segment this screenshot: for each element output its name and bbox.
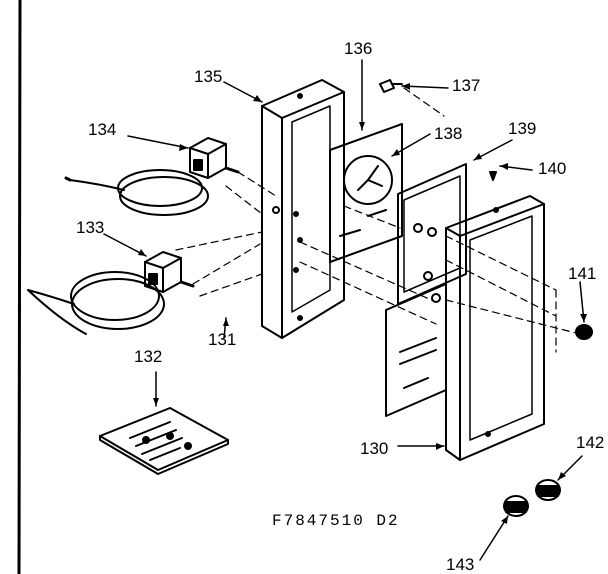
callout-140: 140 [538, 159, 567, 178]
callout-141: 141 [568, 264, 597, 283]
callout-143: 143 [446, 555, 475, 574]
callout-137: 137 [452, 76, 481, 95]
wiring-board [99, 407, 229, 475]
callout-136: 136 [344, 39, 373, 58]
control-housing [261, 79, 345, 339]
assembly-guide-lines [175, 87, 581, 353]
callout-135: 135 [194, 67, 223, 86]
control-knob-right [535, 479, 561, 501]
callout-133: 133 [76, 218, 105, 237]
callout-138: 138 [434, 124, 463, 143]
callout-134: 134 [88, 120, 117, 139]
callout-142: 142 [576, 433, 605, 452]
front-bezel [445, 195, 545, 461]
callout-arrowheads [138, 83, 587, 524]
screw [489, 171, 497, 181]
callout-131: 131 [208, 330, 237, 349]
callout-130: 130 [360, 439, 389, 458]
drawing-number: F7847510 D2 [272, 512, 400, 530]
callout-132: 132 [134, 347, 163, 366]
graphic-panel [385, 283, 447, 417]
thermostat-lower [27, 251, 195, 335]
knob-cap [575, 324, 593, 340]
thermostat-upper [64, 137, 240, 216]
timer-module [329, 123, 403, 263]
control-knob-left [503, 495, 529, 517]
indicator-bulb [379, 79, 403, 93]
left-edge-line [17, 0, 22, 574]
callout-139: 139 [508, 119, 537, 138]
